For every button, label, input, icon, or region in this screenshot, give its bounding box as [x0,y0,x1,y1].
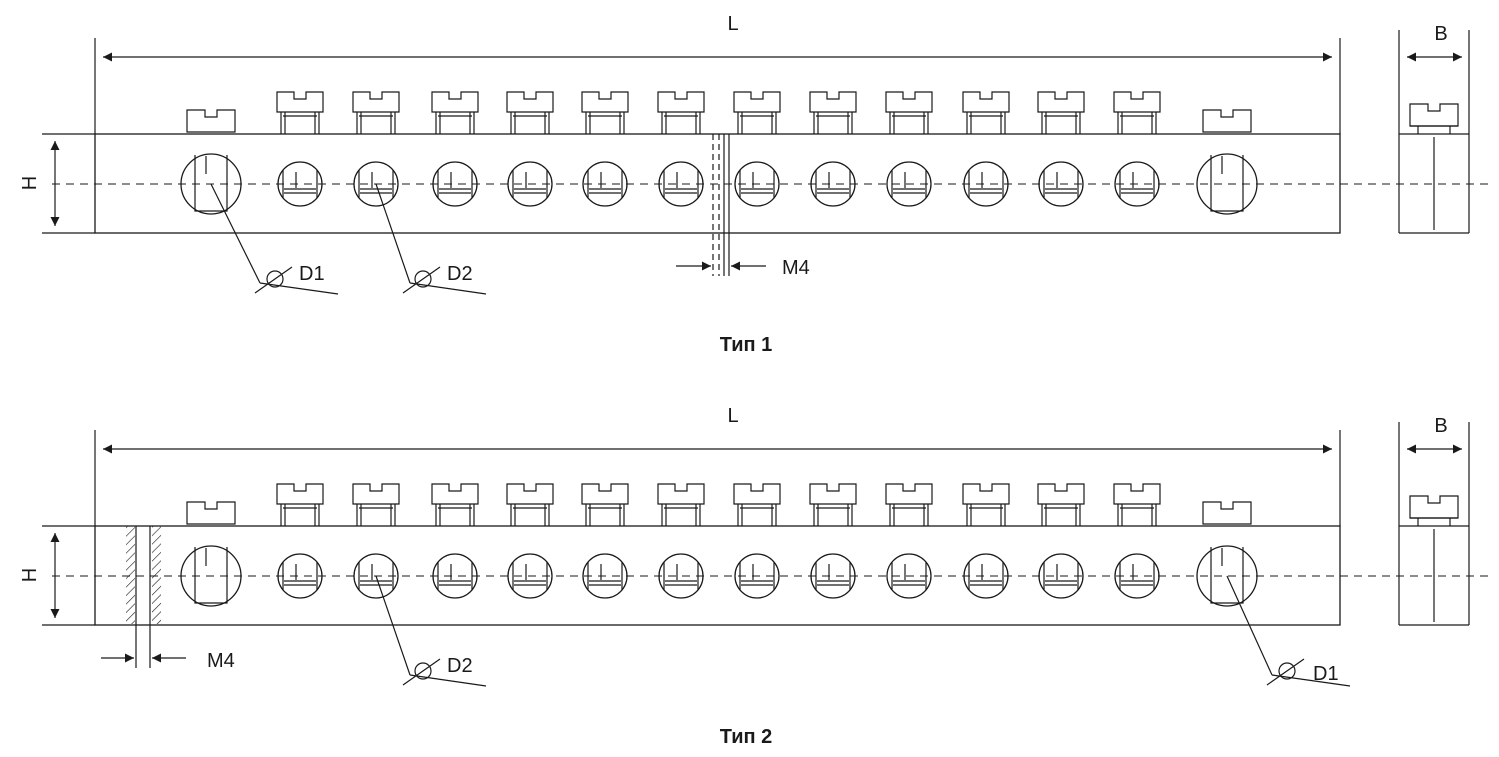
small-screw-head [962,91,1010,113]
small-hole [432,161,478,207]
mount-section-hatch-right [152,526,161,624]
small-hole [277,161,323,207]
large-hole [1196,545,1258,607]
small-hole [353,161,399,207]
small-hole [1038,161,1084,207]
small-screw-head [1113,91,1161,113]
small-screw-head [431,91,479,113]
small-hole [734,161,780,207]
d2-leader-shelf [409,674,487,687]
small-hole [582,161,628,207]
small-hole [507,161,553,207]
small-hole [432,553,478,599]
d2-diameter-slash [402,658,441,686]
type1-drawing [42,30,1490,295]
small-screw-head [506,91,554,113]
small-hole [353,553,399,599]
small-hole [1114,553,1160,599]
d1-diameter-slash [254,266,293,294]
small-hole [963,161,1009,207]
d2-leader-shelf [409,282,487,295]
side-view-screw-head [1409,495,1459,519]
small-hole [810,553,856,599]
small-hole [658,161,704,207]
large-hole [1196,153,1258,215]
small-screw-head [962,483,1010,505]
type2-d2-label: D2 [447,655,473,677]
d1-diameter-slash [1266,658,1305,686]
large-screw-head [1202,109,1252,133]
large-screw-head [186,501,236,525]
small-screw-head [1113,483,1161,505]
type2-m4-label: M4 [207,650,235,672]
type2-length-label: L [727,405,738,427]
small-screw-head [581,91,629,113]
type1-d1-label: D1 [299,263,325,285]
small-screw-head [809,483,857,505]
small-screw-head [885,91,933,113]
small-hole [734,553,780,599]
small-hole [1114,161,1160,207]
small-hole [658,553,704,599]
type1-length-label: L [727,13,738,35]
small-screw-head [733,91,781,113]
type1-width-label: B [1434,23,1447,45]
small-screw-head [276,483,324,505]
type1-m4-label: M4 [782,257,810,279]
small-hole [507,553,553,599]
type1-height-label: H [19,176,41,190]
large-hole [180,153,242,215]
d2-diameter-symbol [414,662,432,680]
large-hole [180,545,242,607]
large-screw-head [1202,501,1252,525]
large-screw-body [194,547,228,604]
mount-section-hatch-left [126,526,135,624]
d2-leader [375,575,411,676]
small-hole [886,161,932,207]
small-screw-head [733,483,781,505]
small-screw-head [1037,91,1085,113]
d1-leader-shelf [1271,674,1351,687]
d1-leader-shelf [259,282,339,295]
small-hole [582,553,628,599]
small-screw-head [1037,483,1085,505]
type1-caption: Тип 1 [720,334,773,356]
d2-diameter-slash [402,266,441,294]
small-screw-head [657,483,705,505]
small-screw-head [657,91,705,113]
small-screw-head [885,483,933,505]
type2-drawing [42,422,1490,687]
small-hole [810,161,856,207]
type2-width-label: B [1434,415,1447,437]
d2-diameter-symbol [414,270,432,288]
d1-diameter-symbol [1278,662,1296,680]
side-view-screw-head [1409,103,1459,127]
small-screw-head [506,483,554,505]
large-screw-body [1210,155,1244,212]
small-screw-head [809,91,857,113]
small-screw-head [352,483,400,505]
small-screw-head [581,483,629,505]
small-hole [1038,553,1084,599]
type2-d1-label: D1 [1313,663,1339,685]
type2-height-label: H [19,568,41,582]
large-screw-body [1210,547,1244,604]
large-screw-head [186,109,236,133]
d2-leader [375,183,411,284]
type2-caption: Тип 2 [720,726,773,748]
small-screw-head [352,91,400,113]
small-hole [277,553,323,599]
small-screw-head [276,91,324,113]
d1-leader [210,183,261,284]
large-screw-body [194,155,228,212]
small-hole [963,553,1009,599]
d1-leader [1226,575,1273,676]
small-screw-head [431,483,479,505]
type1-d2-label: D2 [447,263,473,285]
d1-diameter-symbol [266,270,284,288]
small-hole [886,553,932,599]
